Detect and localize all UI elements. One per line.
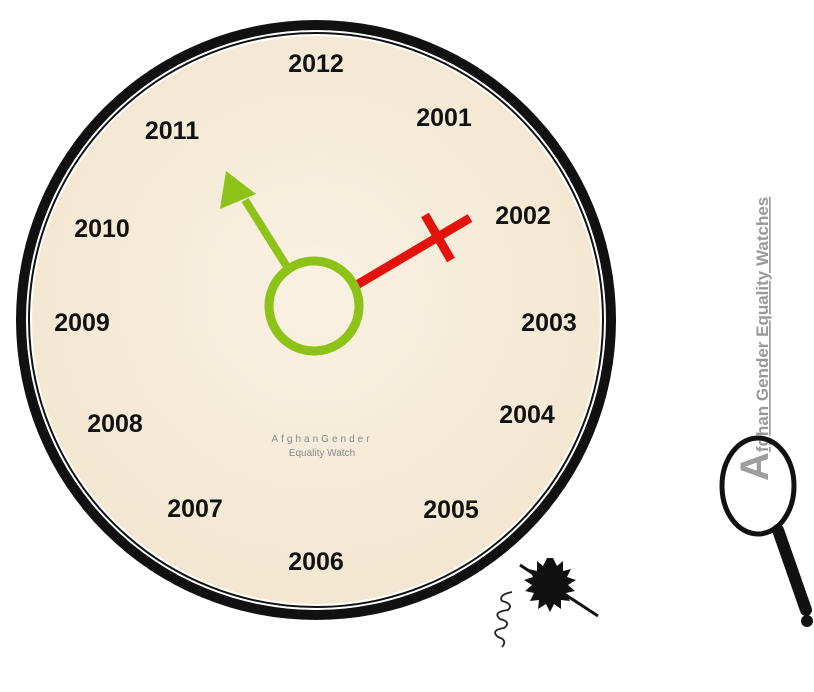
year-label-2003: 2003	[521, 309, 577, 337]
clock-face	[32, 36, 600, 604]
brand-line-1: AfghanGender	[271, 434, 372, 445]
side-title-initial: A	[733, 452, 777, 481]
year-label-2001: 2001	[416, 104, 472, 132]
year-label-2002: 2002	[495, 202, 551, 230]
year-label-2012: 2012	[288, 50, 344, 78]
year-label-2004: 2004	[499, 401, 555, 429]
clock: 2012 2001 2002 2003 2004 2005 2006 2007 …	[16, 20, 616, 620]
year-label-2006: 2006	[288, 548, 344, 576]
spring-gear-icon	[495, 558, 598, 647]
year-label-2005: 2005	[423, 496, 479, 524]
year-label-2007: 2007	[167, 495, 223, 523]
year-label-2010: 2010	[74, 215, 130, 243]
side-title-rest: fghan Gender Equality Watches	[753, 197, 772, 452]
year-label-2008: 2008	[87, 410, 143, 438]
year-label-2009: 2009	[54, 309, 110, 337]
brand-line-2: Equality Watch	[289, 448, 355, 459]
year-label-2011: 2011	[145, 117, 199, 145]
